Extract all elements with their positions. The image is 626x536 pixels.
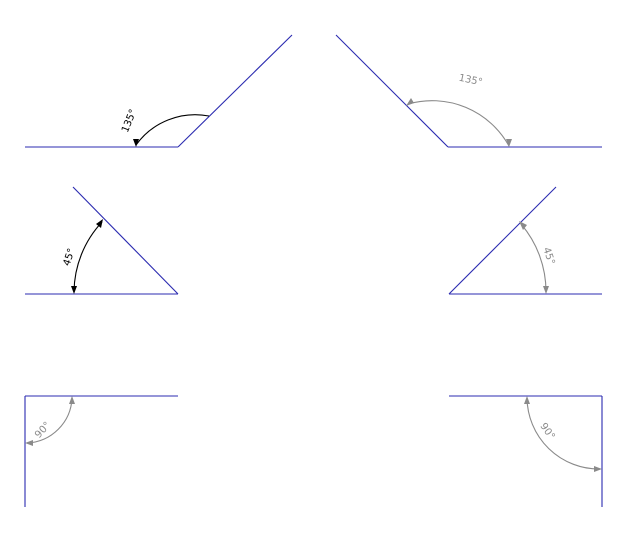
dimension-arc (26, 397, 73, 444)
dimension-arc (73, 221, 103, 293)
arrow-head-end (25, 440, 33, 446)
slanted-line (448, 186, 557, 295)
angle-label: 90° (33, 420, 53, 441)
angle-label: 45° (62, 247, 78, 267)
angle-label: 135° (458, 73, 484, 89)
slanted-line (335, 34, 449, 148)
arrow-head-end (543, 286, 549, 294)
slanted-line (177, 34, 293, 148)
angle-135-top-left: 135° (25, 34, 293, 148)
arrow-head-start (524, 396, 530, 404)
angle-45-middle-right: 45° (448, 186, 602, 295)
arrow-head-start (69, 396, 75, 404)
dimension-arc (520, 223, 547, 293)
angle-45-middle-left: 45° (25, 186, 179, 295)
dimension-arc (135, 114, 210, 146)
arrow-head-end (71, 286, 77, 294)
arrow-head-end (594, 466, 602, 472)
angle-label: 45° (540, 246, 556, 266)
arrow-head-start (519, 221, 527, 230)
angle-135-top-right: 135° (335, 34, 602, 148)
slanted-line (72, 186, 179, 295)
arrow-head-start (406, 98, 414, 106)
arrow-head (133, 139, 139, 147)
arrow-head-start (96, 219, 103, 228)
angle-90-bottom-left: 90° (24, 395, 178, 507)
arrow-head-end (506, 139, 512, 147)
dimension-arc (526, 397, 601, 470)
angle-label: 135° (120, 108, 139, 134)
angle-90-bottom-right: 90° (449, 395, 603, 507)
dimension-arc (407, 100, 510, 147)
